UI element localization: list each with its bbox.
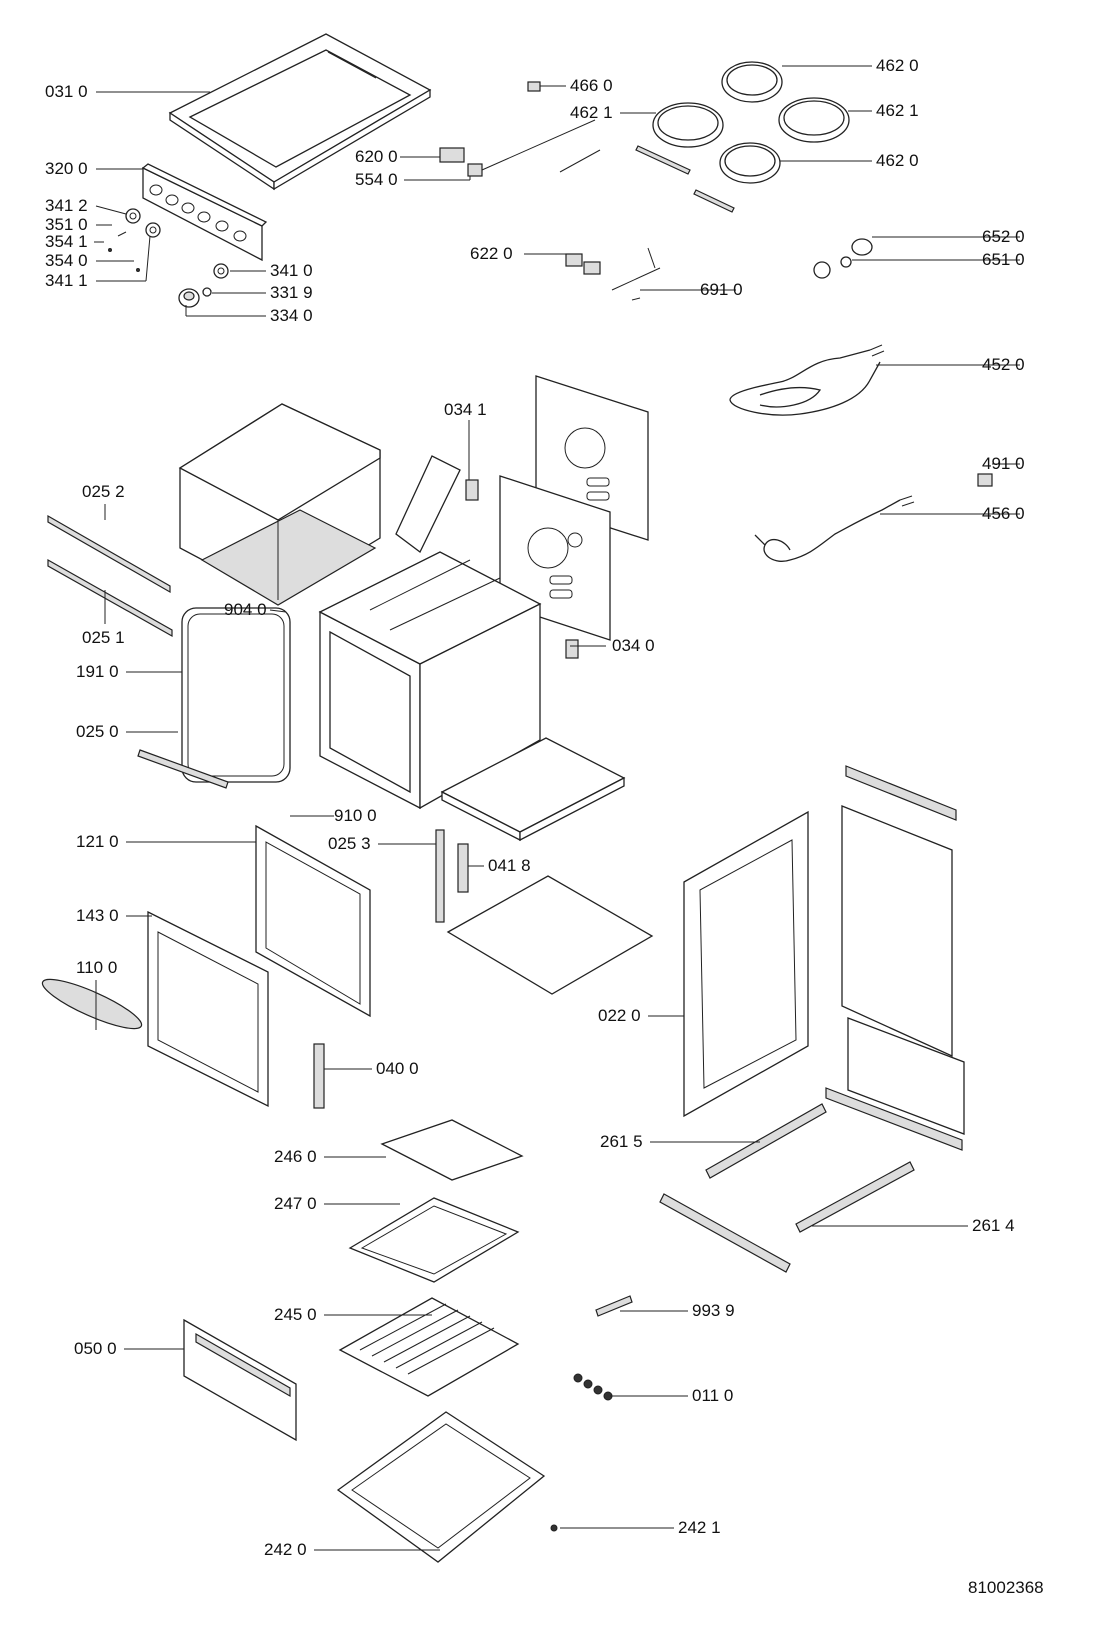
label-341-1: 341 1 [45,271,88,290]
label-050: 050 0 [74,1339,117,1358]
label-025-0: 025 0 [76,722,119,741]
part-rear-back-panel [825,765,965,1151]
label-331-9: 331 9 [270,283,313,302]
label-025-2: 025 2 [82,482,125,501]
label-025-1: 025 1 [82,628,125,647]
label-354-0: 354 0 [45,251,88,270]
part-452-grill-element [729,344,885,416]
label-651: 651 0 [982,250,1025,269]
part-456-bottom-element [754,495,915,562]
part-034-0 [565,639,579,659]
leader-lines [94,65,1020,1551]
label-245: 245 0 [274,1305,317,1324]
part-652-lamp [813,238,873,279]
label-242-0: 242 0 [264,1540,307,1559]
part-466 [527,81,541,92]
label-121: 121 0 [76,832,119,851]
document-number: 81002368 [968,1578,1044,1597]
label-110: 110 0 [76,958,118,977]
part-outer-casing [178,403,381,606]
label-622: 622 0 [470,244,513,263]
part-622-thermostat [565,247,661,301]
part-491 [977,473,993,487]
label-462-1a: 462 1 [570,103,613,122]
part-031-worktop [168,33,432,191]
label-466: 466 0 [570,76,613,95]
part-261-5-rail [705,1103,827,1179]
label-334: 334 0 [270,306,313,325]
label-261-5: 261 5 [600,1132,643,1151]
part-462-hotplates [635,61,850,213]
part-242-1 [550,1524,558,1532]
part-320-control-panel [141,163,268,262]
label-462-1b: 462 1 [876,101,919,120]
part-245-grid [338,1297,520,1397]
label-904: 904 0 [224,600,267,619]
label-341-0: 341 0 [270,261,313,280]
part-050-drawer-front [183,1318,297,1442]
part-121-door-frame [255,824,371,1018]
label-242-1: 242 1 [678,1518,721,1537]
label-191: 191 0 [76,662,119,681]
part-025-3 [435,829,445,923]
label-320: 320 0 [45,159,88,178]
label-491: 491 0 [982,454,1025,473]
label-652: 652 0 [982,227,1025,246]
part-247-pan [348,1197,520,1283]
label-620: 620 0 [355,147,398,166]
part-022-side-panel [683,810,809,1118]
part-034-1-bracket [395,455,479,553]
part-040-hinge [313,1043,325,1109]
label-452: 452 0 [982,355,1025,374]
part-993 [595,1295,633,1317]
label-011: 011 0 [692,1386,734,1405]
label-993: 993 9 [692,1301,735,1320]
label-554: 554 0 [355,170,398,189]
label-246: 246 0 [274,1147,317,1166]
label-041-8: 041 8 [488,856,531,875]
part-191-door-glass [181,607,291,783]
part-620-554-switches [439,119,601,177]
part-246-sheet [380,1119,524,1181]
part-143-outer-door [147,910,269,1108]
part-041-8 [457,843,469,893]
label-031: 031 0 [45,82,88,101]
part-bottom-tray [440,737,626,842]
label-034-1: 034 1 [444,400,487,419]
label-691: 691 0 [700,280,743,299]
part-floor-plate [446,875,654,995]
label-341-2: 341 2 [45,196,88,215]
label-261-4: 261 4 [972,1216,1015,1235]
part-rail-left [659,1193,791,1273]
part-025-0-strip [137,749,229,789]
label-025-3: 025 3 [328,834,371,853]
part-knobs [108,208,229,308]
part-242-deep-tray [336,1411,546,1563]
label-462-0a: 462 0 [876,56,919,75]
label-351: 351 0 [45,215,88,234]
part-011-feet [573,1373,613,1401]
label-143: 143 0 [76,906,119,925]
label-247: 247 0 [274,1194,317,1213]
label-910: 910 0 [334,806,377,825]
label-040: 040 0 [376,1059,419,1078]
part-110-handle [41,978,143,1030]
label-462-0b: 462 0 [876,151,919,170]
label-354-1: 354 1 [45,232,88,251]
part-025-rails [47,514,173,638]
label-022: 022 0 [598,1006,641,1025]
label-456: 456 0 [982,504,1025,523]
label-034-0: 034 0 [612,636,655,655]
part-261-4-rail [795,1161,915,1233]
